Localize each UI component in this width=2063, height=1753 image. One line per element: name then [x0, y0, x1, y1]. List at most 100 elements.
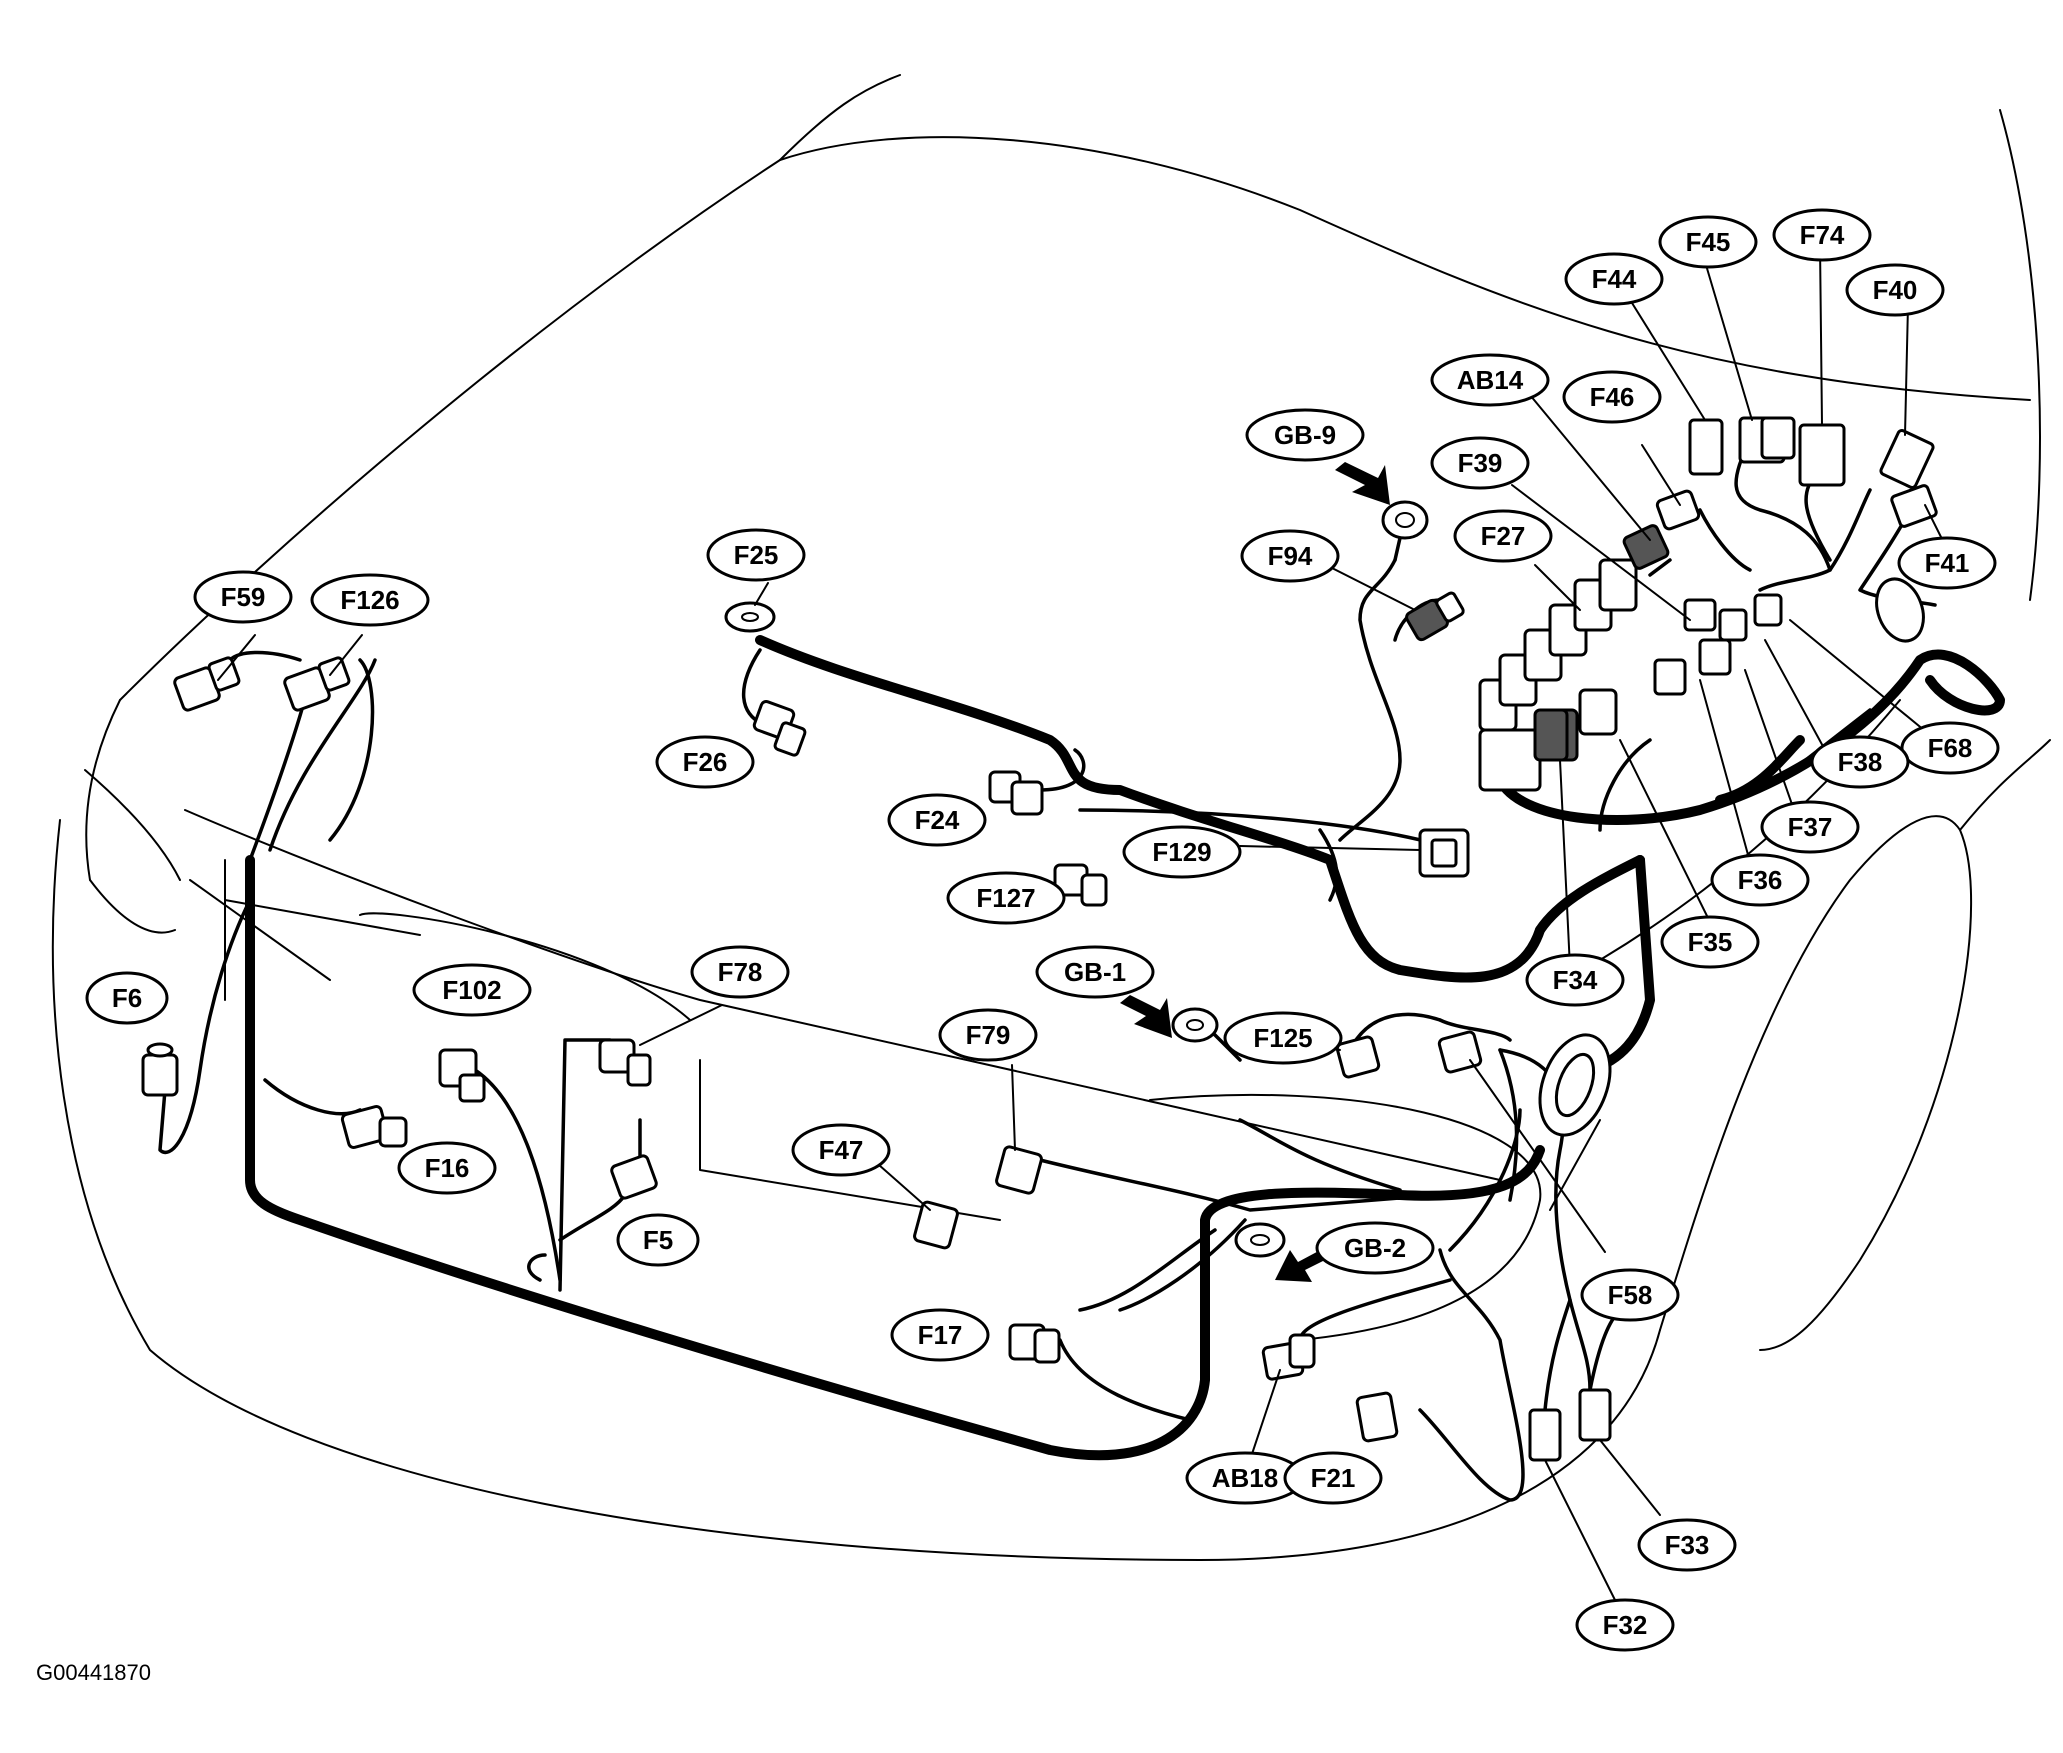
label-f34: F34 — [1525, 953, 1625, 1007]
label-f78: F78 — [690, 945, 790, 999]
label-oval — [887, 793, 987, 847]
label-oval — [1810, 735, 1910, 789]
label-f32: F32 — [1575, 1598, 1675, 1652]
label-oval — [1430, 436, 1530, 490]
label-oval — [1525, 953, 1625, 1007]
label-f24: F24 — [887, 793, 987, 847]
label-oval — [946, 871, 1066, 925]
label-text: GB-9 — [1274, 420, 1336, 450]
label-text: F74 — [1800, 220, 1845, 250]
label-oval — [1245, 408, 1365, 462]
label-f129: F129 — [1122, 825, 1242, 879]
label-oval — [1658, 215, 1758, 269]
label-oval — [1240, 529, 1340, 583]
label-f41: F41 — [1897, 536, 1997, 590]
label-oval — [1223, 1011, 1343, 1065]
label-text: F45 — [1686, 227, 1731, 257]
label-text: F24 — [915, 805, 960, 835]
label-oval — [397, 1141, 497, 1195]
label-text: F38 — [1838, 747, 1883, 777]
label-gb-1: GB-1 — [1035, 945, 1155, 999]
label-text: AB14 — [1457, 365, 1524, 395]
label-f58: F58 — [1580, 1268, 1680, 1322]
label-text: F94 — [1268, 541, 1313, 571]
label-text: F102 — [442, 975, 501, 1005]
connectors — [141, 416, 1938, 1462]
label-text: F41 — [1925, 548, 1970, 578]
label-f44: F44 — [1564, 252, 1664, 306]
arrow-gb-1 — [1120, 995, 1172, 1038]
label-f102: F102 — [412, 963, 532, 1017]
label-gb-9: GB-9 — [1245, 408, 1365, 462]
label-oval — [1430, 353, 1550, 407]
label-oval — [890, 1308, 990, 1362]
label-oval — [1845, 263, 1945, 317]
label-f40: F40 — [1845, 263, 1945, 317]
vehicle-body-outline — [51, 74, 2051, 1561]
label-f17: F17 — [890, 1308, 990, 1362]
label-f6: F6 — [85, 971, 169, 1025]
label-oval — [1772, 208, 1872, 262]
label-text: GB-1 — [1064, 957, 1126, 987]
label-f125: F125 — [1223, 1011, 1343, 1065]
label-f79: F79 — [938, 1008, 1038, 1062]
label-text: F78 — [718, 957, 763, 987]
label-text: F32 — [1603, 1610, 1648, 1640]
label-text: F47 — [819, 1135, 864, 1165]
label-text: F40 — [1873, 275, 1918, 305]
label-ab14: AB14 — [1430, 353, 1550, 407]
label-oval — [1710, 853, 1810, 907]
label-oval — [1035, 945, 1155, 999]
label-oval — [1283, 1451, 1383, 1505]
label-text: F6 — [112, 983, 142, 1013]
label-f27: F27 — [1453, 509, 1553, 563]
label-f5: F5 — [616, 1213, 700, 1267]
label-oval — [616, 1213, 700, 1267]
label-oval — [655, 735, 755, 789]
label-oval — [193, 570, 293, 624]
label-f45: F45 — [1658, 215, 1758, 269]
label-text: F58 — [1608, 1280, 1653, 1310]
label-text: F44 — [1592, 264, 1637, 294]
label-gb-2: GB-2 — [1315, 1221, 1435, 1275]
label-oval — [938, 1008, 1038, 1062]
label-oval — [1897, 536, 1997, 590]
arrow-gb-9 — [1335, 462, 1390, 505]
label-oval — [1760, 800, 1860, 854]
label-text: F34 — [1553, 965, 1598, 995]
label-oval — [1564, 252, 1664, 306]
label-oval — [1315, 1221, 1435, 1275]
label-text: F25 — [734, 540, 779, 570]
label-f16: F16 — [397, 1141, 497, 1195]
label-f47: F47 — [791, 1123, 891, 1177]
label-f59: F59 — [193, 570, 293, 624]
label-f39: F39 — [1430, 436, 1530, 490]
branch-wires — [158, 438, 1937, 1502]
label-oval — [1660, 915, 1760, 969]
label-text: F126 — [340, 585, 399, 615]
label-f68: F68 — [1900, 721, 2000, 775]
label-text: F33 — [1665, 1530, 1710, 1560]
label-oval — [791, 1123, 891, 1177]
label-text: F5 — [643, 1225, 673, 1255]
figure-id: G00441870 — [36, 1660, 151, 1685]
label-text: GB-2 — [1344, 1233, 1406, 1263]
label-text: F16 — [425, 1153, 470, 1183]
leader-lines — [217, 244, 1946, 1601]
label-text: F39 — [1458, 448, 1503, 478]
label-text: F79 — [966, 1020, 1011, 1050]
label-text: F21 — [1311, 1463, 1356, 1493]
label-text: F36 — [1738, 865, 1783, 895]
label-f46: F46 — [1562, 370, 1662, 424]
label-oval — [1122, 825, 1242, 879]
label-f74: F74 — [1772, 208, 1872, 262]
label-oval — [1580, 1268, 1680, 1322]
label-text: F129 — [1152, 837, 1211, 867]
label-text: F26 — [683, 747, 728, 777]
label-text: F35 — [1688, 927, 1733, 957]
label-oval — [412, 963, 532, 1017]
label-text: AB18 — [1212, 1463, 1278, 1493]
label-oval — [1637, 1518, 1737, 1572]
